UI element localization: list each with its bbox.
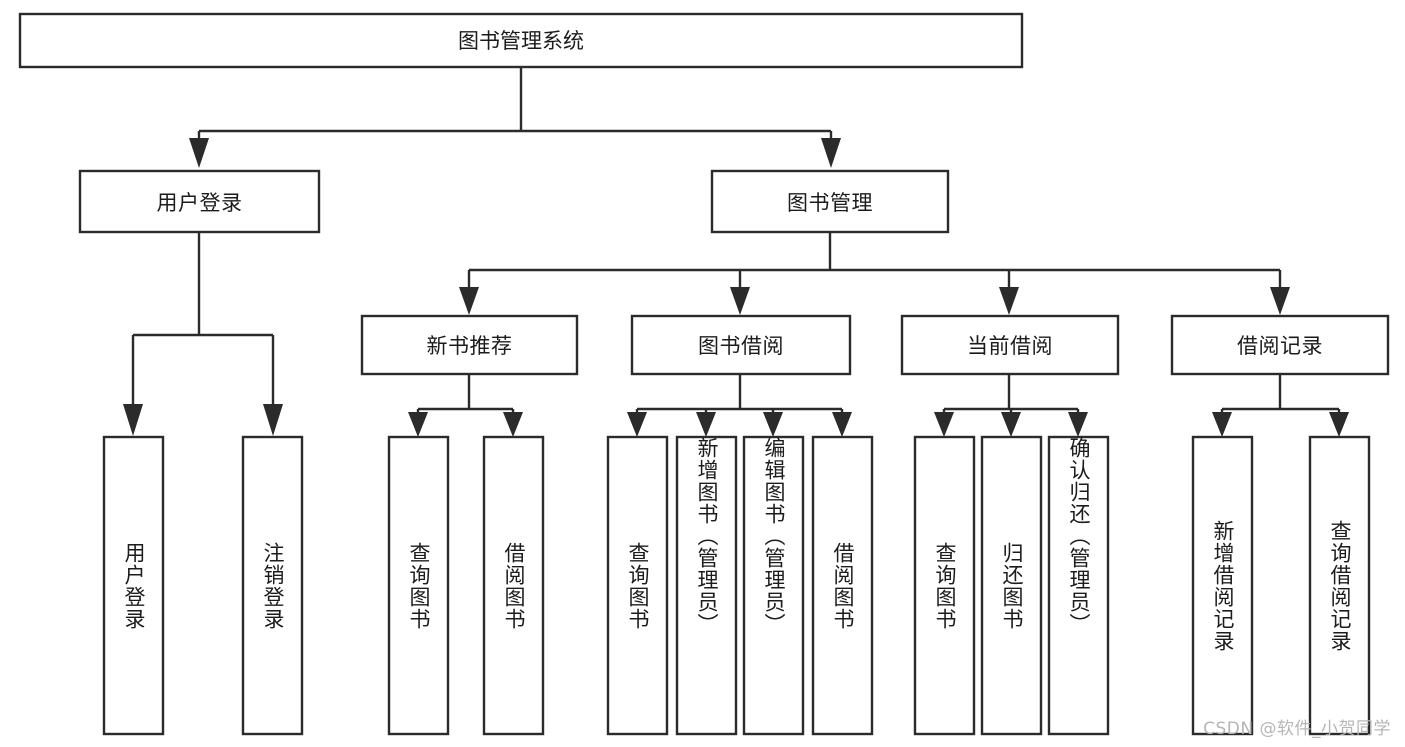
leaf-box-current-borrow-1[interactable]	[913, 435, 976, 736]
arrowhead-current-borrow-leaf-2	[1001, 412, 1021, 437]
arrowhead-borrow-record-leaf-2	[1329, 412, 1349, 437]
arrowhead-borrow-record-leaf-1	[1212, 412, 1232, 437]
arrowhead-new-book-leaf-2	[503, 412, 523, 437]
arrowhead-book-borrow-leaf-2	[696, 412, 716, 437]
leaf-box-new-book-2[interactable]	[482, 435, 545, 736]
arrowhead-new-book-leaf-1	[408, 412, 428, 437]
arrowhead-book-manage-child-4	[1270, 287, 1290, 315]
arrowhead-user-login-child-2	[263, 404, 283, 436]
arrowhead-book-manage-child-3	[999, 287, 1019, 315]
leaf-box-current-borrow-2[interactable]	[980, 435, 1043, 736]
leaf-box-new-book-1[interactable]	[387, 435, 450, 736]
arrowhead-book-manage-child-1	[459, 287, 479, 315]
node-root-label: 图书管理系统	[458, 29, 584, 53]
node-borrow-record-box[interactable]	[1170, 314, 1390, 376]
node-current-borrow-box[interactable]	[900, 314, 1120, 376]
leaf-box-book-borrow-1[interactable]	[606, 435, 669, 736]
arrowhead-current-borrow-leaf-3	[1068, 412, 1088, 437]
arrowhead-current-borrow-leaf-1	[934, 412, 954, 437]
leaf-box-book-borrow-4[interactable]	[811, 435, 874, 736]
arrowhead-book-manage-child-2	[730, 287, 750, 315]
node-user-login-box[interactable]	[78, 169, 321, 234]
arrowhead-root-to-user-login	[189, 138, 209, 168]
watermark-text: CSDN @软件_小贺同学	[1203, 719, 1391, 739]
leaf-box-current-borrow-3[interactable]	[1047, 435, 1110, 736]
leaf-box-user-login-2[interactable]	[241, 435, 304, 736]
arrowhead-book-borrow-leaf-3	[763, 412, 783, 437]
node-book-manage-box[interactable]	[710, 169, 950, 234]
leaf-box-book-borrow-3[interactable]	[742, 435, 805, 736]
node-root-box[interactable]	[18, 12, 1024, 69]
arrowhead-book-borrow-leaf-4	[832, 412, 852, 437]
arrowhead-root-to-book-manage	[821, 138, 841, 168]
leaf-box-borrow-record-2[interactable]	[1308, 435, 1371, 736]
node-book-borrow-box[interactable]	[630, 314, 852, 376]
leaf-box-user-login-1[interactable]	[102, 435, 165, 736]
node-new-book-recommend-box[interactable]	[360, 314, 579, 376]
arrowhead-book-borrow-leaf-1	[627, 412, 647, 437]
arrowhead-user-login-child-1	[123, 404, 143, 436]
leaf-box-borrow-record-1[interactable]	[1191, 435, 1254, 736]
leaf-box-book-borrow-2[interactable]	[675, 435, 738, 736]
